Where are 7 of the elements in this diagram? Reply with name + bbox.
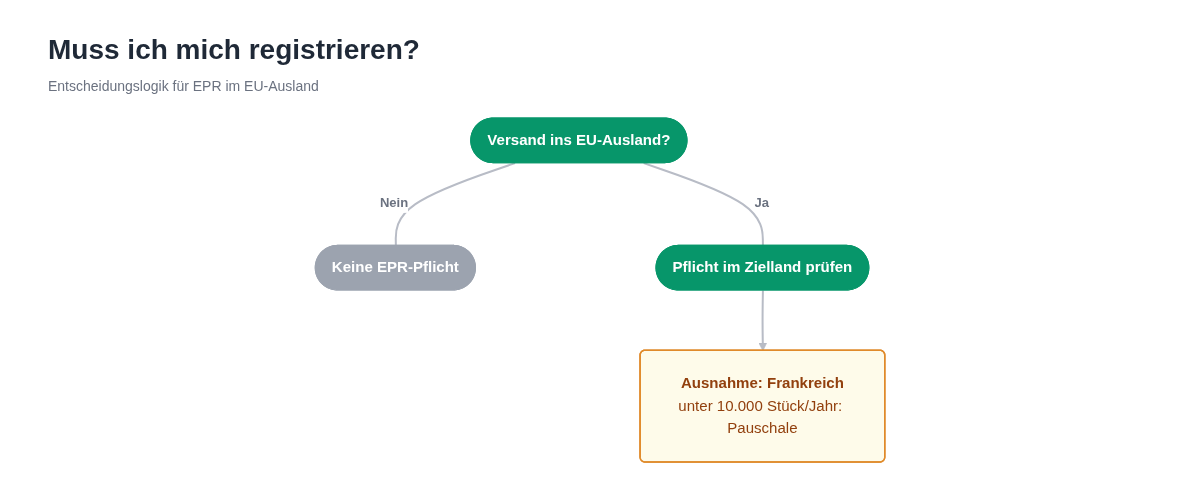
connector [643, 162, 764, 246]
connector [394, 162, 516, 246]
edge-label: Nein [379, 194, 409, 210]
title: Muss ich mich registrieren? [48, 34, 420, 66]
edge-label: Ja [754, 194, 769, 210]
caption: Entscheidungslogik für EPR im EU-Ausland [48, 78, 319, 94]
arrow [758, 290, 768, 352]
